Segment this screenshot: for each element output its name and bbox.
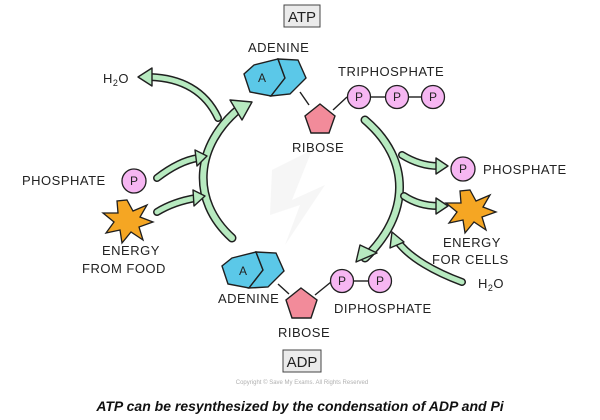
ribose-label-top: RIBOSE [292,140,344,155]
atp-molecule: ADENINE A RIBOSE P P P TRIPHOSPHATE [243,40,446,155]
svg-text:P: P [376,274,384,288]
phosphate-label-left: PHOSPHATE [22,173,106,188]
phosphate-output-right: P PHOSPHATE [450,156,567,182]
phosphate-1-top: P [346,84,372,110]
phosphate-2-bottom: P [367,268,393,294]
energy-in-arrow [153,189,206,216]
diphosphate-label: DIPHOSPHATE [334,301,432,316]
cycle-arrows [198,99,404,263]
figure-caption: ATP can be resynthesized by the condensa… [95,398,504,414]
water-in-arrow [389,231,466,286]
ribose-top [304,103,336,134]
ribose-label-bottom: RIBOSE [278,325,330,340]
phosphate-2-top: P [384,84,410,110]
cycle-arrowhead-left [229,99,253,121]
energy-from-food: ENERGY FROM FOOD [82,199,166,276]
energy-cells-label-1: ENERGY [443,235,501,250]
copyright-notice: Copyright © Save My Exams. All Rights Re… [236,379,368,386]
phosphate-symbol-right: P [459,162,467,176]
svg-text:P: P [338,274,346,288]
adp-title: ADP [287,354,318,371]
water-out-arrow [137,67,222,122]
energy-food-label-1: ENERGY [102,243,160,258]
energy-food-label-2: FROM FOOD [82,261,166,276]
atp-title: ATP [288,9,316,26]
energy-out-arrow [400,192,449,215]
phosphate-label-right: PHOSPHATE [483,162,567,177]
triphosphate-label: TRIPHOSPHATE [338,64,444,79]
adenine-label-top: ADENINE [248,40,309,55]
ribose-bottom [285,287,318,319]
phosphate-1-bottom: P [329,268,355,294]
adenine-label-bottom: ADENINE [218,291,279,306]
adenine-symbol-bottom: A [239,264,247,278]
svg-text:P: P [355,90,363,104]
phosphate-in-arrow [153,149,208,182]
phosphate-3-top: P [420,84,446,110]
adenine-pentagon-top [269,58,307,97]
phosphate-out-arrow [398,151,449,175]
svg-text:P: P [429,90,437,104]
atp-box: ATP [283,4,321,28]
energy-burst-icon-right [444,189,498,235]
water-label-left: H2O [103,71,129,88]
cycle-arrowhead-right [355,244,378,263]
adenine-pentagon-bottom [247,251,285,289]
adp-box: ADP [282,349,322,373]
water-label-right: H2O [478,276,504,293]
svg-text:P: P [393,90,401,104]
phosphate-symbol-left: P [130,174,138,188]
energy-for-cells: ENERGY FOR CELLS [432,189,509,267]
adp-molecule: A ADENINE RIBOSE P P DIPHOSPHATE [218,251,432,340]
energy-burst-icon-left [101,199,155,245]
watermark [270,150,325,245]
energy-cells-label-2: FOR CELLS [432,252,509,267]
adenine-symbol-top: A [258,71,266,85]
water-input-right: H2O [478,276,504,293]
water-product-left: H2O [103,71,129,88]
phosphate-input-left: PHOSPHATE P [22,168,147,194]
